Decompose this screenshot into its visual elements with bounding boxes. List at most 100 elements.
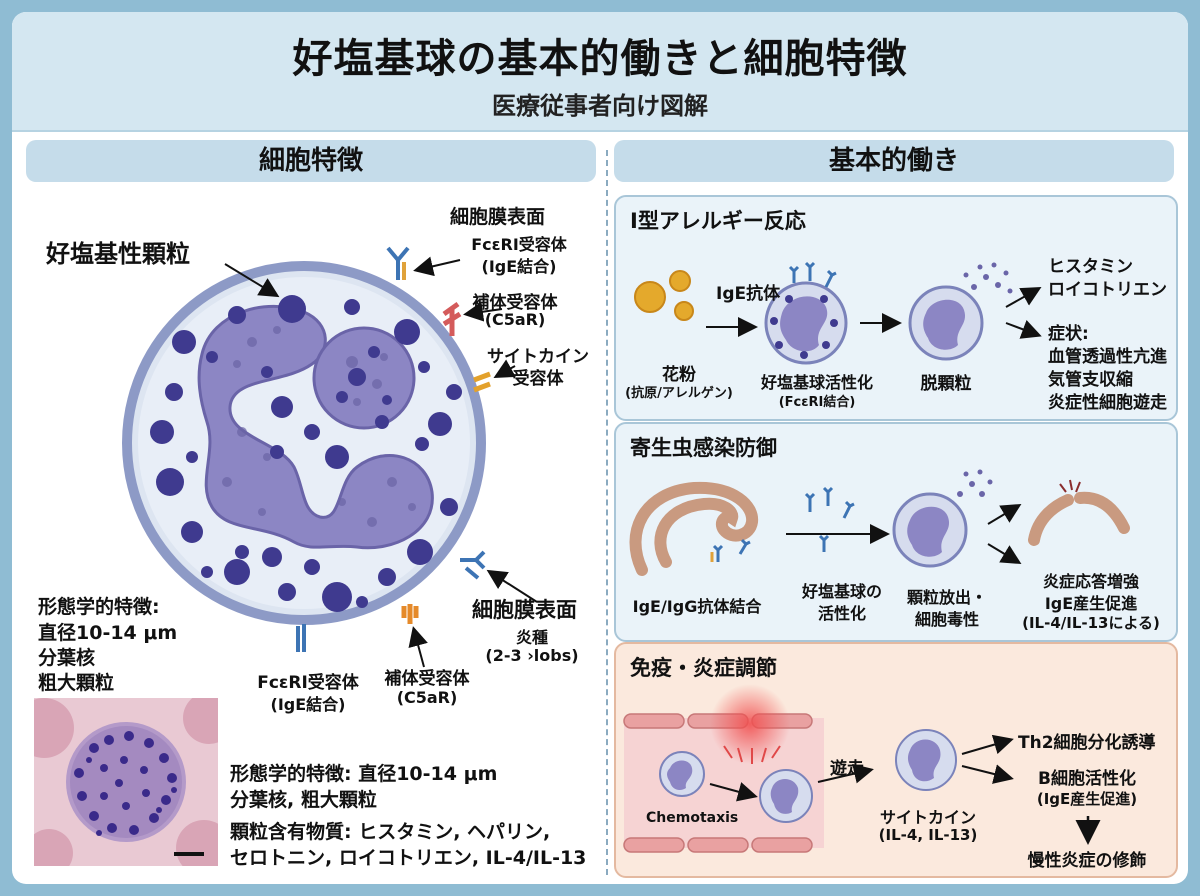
complement-top-sub: (C5aR)	[484, 310, 546, 329]
mediator-leukotriene: ロイコトリエン	[1048, 280, 1167, 300]
symptom-2: 気管支収縮	[1048, 370, 1133, 390]
cytokine-basophil-icon	[895, 729, 957, 791]
parasite-activation-1: 好塩基球の	[801, 582, 882, 601]
free-antibody-icons	[804, 486, 855, 552]
nucleus-chromatin	[222, 326, 416, 527]
morphology-diameter: 直径10-14 μm	[38, 622, 178, 644]
cytokine-receptor-sub: 受容体	[512, 369, 564, 389]
fceri-receptor-bottom-icon	[296, 624, 306, 652]
immune-title: 免疫・炎症調節	[630, 656, 777, 680]
pollen-sub: (抗原/アレルゲン)	[625, 386, 733, 401]
chemotaxis-label: Chemotaxis	[646, 810, 739, 826]
symptom-3: 炎症性細胞遊走	[1048, 393, 1167, 413]
cytokine-receptor-icon	[473, 371, 491, 393]
parasite-worm-icon	[629, 481, 759, 576]
panel-allergy: I型アレルギー反応	[614, 195, 1178, 421]
inflammation-site-glow	[710, 684, 790, 764]
morphology-granules: 粗大顆粒	[38, 672, 115, 694]
degranulation-label: 脱顆粒	[920, 374, 972, 394]
granules-on-nucleus	[336, 346, 392, 405]
morphology-nucleus: 分葉核	[38, 647, 96, 669]
th2-label: Th2細胞分化誘導	[1018, 733, 1156, 753]
migrating-basophil-icon	[759, 769, 813, 823]
basophilic-granules	[150, 295, 462, 612]
cytokine-arrow	[493, 359, 516, 378]
membrane-bottom-label: 細胞膜表面	[472, 598, 577, 622]
antibody-binding-label: IgE/IgG抗体結合	[632, 597, 762, 616]
fceri-receptor-top-icon	[386, 246, 410, 280]
membrane-top-label: 細胞膜表面	[450, 206, 546, 228]
basophil-in-vessel-icon	[659, 751, 705, 797]
mediator-arrow	[1005, 287, 1042, 308]
section-heading-features: 細胞特徴	[26, 140, 596, 182]
immune-diagram	[623, 684, 1101, 853]
chronic-inflammation-label: 慢性炎症の修飾	[1027, 851, 1147, 871]
parasite-diagram	[629, 469, 1130, 576]
micrograph-image	[34, 698, 218, 866]
pollen-icon	[634, 270, 694, 321]
activated-basophil-icon	[764, 261, 848, 365]
granule-arrow	[224, 263, 280, 298]
complement-bottom-sub: (C5aR)	[396, 688, 458, 707]
bound-antibody-icons	[710, 538, 751, 562]
complement-receptor-top-icon	[442, 301, 462, 336]
symptom-title: 症状:	[1048, 324, 1089, 344]
summary-line-4: セロトニン, ロイコトリエン, IL-4/IL-13	[230, 847, 587, 869]
membrane-bottom-arrow	[486, 569, 538, 603]
allergy-diagram	[634, 261, 1042, 365]
chemokine-rays	[723, 745, 781, 764]
symptom-arrow	[1005, 320, 1042, 339]
chemotaxis-arrow	[709, 782, 758, 802]
basophil-cell-diagram	[122, 246, 538, 668]
fceri-top-label: FcεRI受容体	[471, 235, 567, 254]
fceri-bottom-sub: (IgE結合)	[270, 695, 346, 714]
damage-marks	[1059, 479, 1081, 493]
complement-bottom-arrow	[408, 626, 428, 668]
summary-line-2: 分葉核, 粗大顆粒	[230, 789, 377, 811]
granule-release-1: 顆粒放出・	[906, 588, 987, 607]
section-heading-functions: 基本的働き	[614, 140, 1174, 182]
fceri-top-sub: (IgE結合)	[481, 257, 557, 276]
summary-line-3: 顆粒含有物質: ヒスタミン, ヘパリン,	[230, 821, 551, 843]
infographic: 好塩基球の基本的働きと細胞特徴 医療従事者向け図解 細胞特徴 基本的働き	[12, 12, 1188, 884]
vessel-wall-bottom	[623, 837, 813, 853]
page-subtitle: 医療従事者向け図解	[492, 92, 708, 120]
fceri-top-arrow	[413, 256, 461, 277]
cytokine-label: サイトカイン	[879, 808, 976, 827]
fceri-bottom-label: FcεRI受容体	[257, 673, 359, 693]
bcell-sub: (IgE産生促進)	[1036, 790, 1138, 808]
complement-bottom-label: 補体受容体	[384, 669, 470, 689]
damaged-parasite-icon	[1028, 491, 1130, 546]
allergy-title: I型アレルギー反応	[630, 209, 806, 233]
parasite-effect-3: (IL-4/IL-13による)	[1022, 614, 1160, 632]
degranulating-basophil-icon	[908, 262, 1013, 361]
ige-antibody-label: IgE抗体	[716, 284, 781, 304]
bcell-label: B細胞活性化	[1038, 769, 1136, 789]
parasite-activation-2: 活性化	[817, 604, 866, 623]
parasite-effect-2: IgE産生促進	[1044, 594, 1138, 613]
symptom-1: 血管透過性亢進	[1048, 347, 1167, 367]
complement-top-arrow	[463, 301, 503, 322]
activation-label: 好塩基球活性化	[760, 373, 873, 392]
th2-arrow	[961, 734, 1014, 755]
activation-sub: (FcεRI結合)	[778, 395, 856, 410]
mediator-histamine: ヒスタミン	[1048, 257, 1133, 277]
migration-label: 遊走	[830, 759, 864, 779]
bcell-arrow	[961, 764, 1014, 784]
activated-basophil-2-icon	[892, 469, 993, 568]
summary-line-1: 形態学的特徴: 直径10-14 μm	[230, 763, 498, 785]
parasite-title: 寄生虫感染防御	[630, 436, 777, 460]
parasite-effect-1: 炎症応答増強	[1042, 572, 1139, 591]
header: 好塩基球の基本的働きと細胞特徴 医療従事者向け図解	[12, 12, 1188, 132]
section-divider	[606, 150, 608, 875]
membrane-bottom-sub1: 炎種	[515, 628, 548, 647]
pollen-label: 花粉	[662, 365, 696, 385]
complement-receptor-bottom-icon	[401, 604, 419, 624]
release-arrow-down	[987, 543, 1022, 565]
morphology-title: 形態学的特徴:	[38, 596, 160, 618]
granule-label: 好塩基性顆粒	[46, 240, 190, 268]
granule-release-2: 細胞毒性	[914, 610, 979, 629]
fceri-receptor-right-icon	[460, 550, 486, 580]
cytokine-receptor-label: サイトカイン	[487, 347, 589, 367]
membrane-bottom-sub2: (2-3 ›lobs)	[485, 646, 579, 665]
